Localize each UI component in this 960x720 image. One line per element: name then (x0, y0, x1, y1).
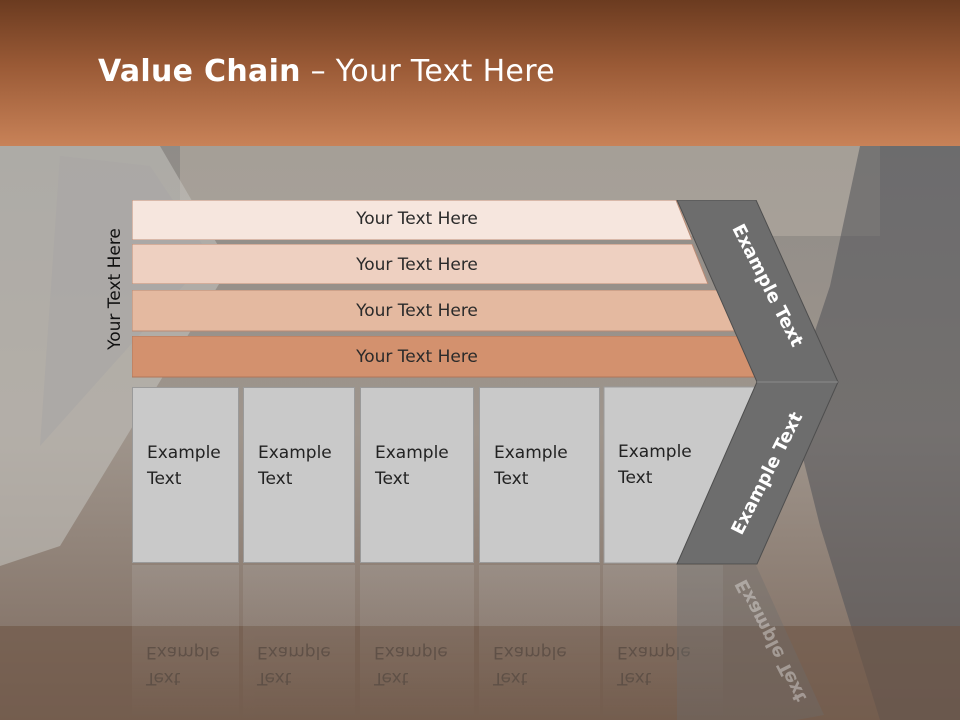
reflection-line1: Example (374, 642, 448, 662)
support-row-label: Your Text Here (356, 255, 478, 275)
activity-line1: Example (494, 443, 568, 463)
margin-chevron (676, 200, 839, 565)
activity-line2: Text (494, 469, 529, 489)
title-rest: – Your Text Here (300, 54, 555, 89)
reflection-2: Text Example (243, 565, 355, 720)
activity-line2: Text (618, 468, 653, 488)
activity-line2: Text (258, 469, 293, 489)
support-row-shape (132, 244, 709, 284)
side-label-container: Your Text Here (100, 200, 130, 378)
support-row-label: Your Text Here (356, 301, 478, 321)
activity-line2: Text (375, 469, 410, 489)
reflection-line2: Text (374, 668, 409, 688)
reflection-line1: Example (257, 642, 331, 662)
chevron-reflection (677, 565, 824, 720)
support-row-shape (132, 200, 692, 240)
slide-title: Value Chain – Your Text Here (98, 54, 555, 89)
support-row-label: Your Text Here (356, 347, 478, 367)
activity-line1: Example (375, 443, 449, 463)
header-band (0, 0, 960, 146)
reflection-1: Text Example (132, 565, 239, 720)
reflection-line1: Example (493, 642, 567, 662)
side-label: Your Text Here (105, 228, 125, 350)
support-row-label: Your Text Here (356, 209, 478, 229)
reflection-line2: Text (257, 668, 292, 688)
reflection-line2: Text (146, 668, 181, 688)
reflection-line2: Text (493, 668, 528, 688)
activity-line2: Text (147, 469, 182, 489)
activity-line1: Example (618, 442, 692, 462)
reflection-3: Text Example (360, 565, 474, 720)
reflection-4: Text Example (479, 565, 600, 720)
activity-line1: Example (147, 443, 221, 463)
title-bold: Value Chain (98, 54, 301, 89)
reflection-line1: Example (146, 642, 220, 662)
activity-line1: Example (258, 443, 332, 463)
